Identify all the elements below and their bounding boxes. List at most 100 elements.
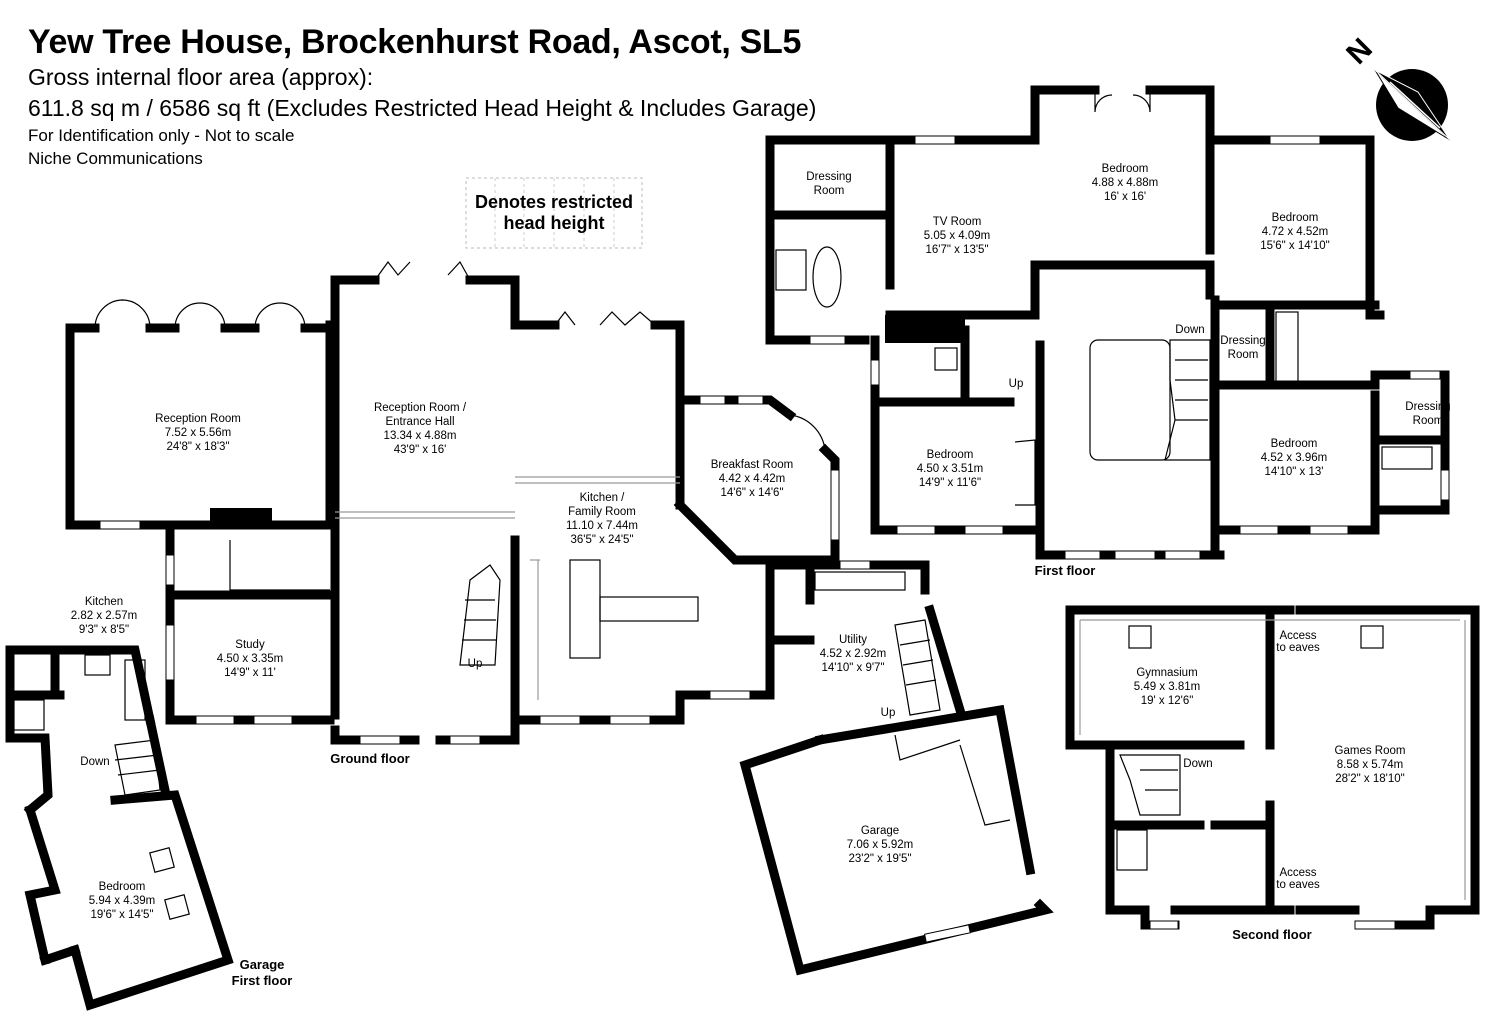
svg-text:4.50 x 3.35m: 4.50 x 3.35m — [217, 653, 283, 665]
svg-text:16'7" x 13'5": 16'7" x 13'5" — [925, 244, 988, 256]
svg-text:Room: Room — [814, 185, 845, 197]
svg-text:Reception Room: Reception Room — [155, 413, 241, 425]
room-bedroom-mid: Bedroom 4.50 x 3.51m 14'9" x 11'6" — [917, 449, 983, 489]
room-bedroom-lower-right: Bedroom 4.52 x 3.96m 14'10" x 13' — [1261, 438, 1327, 478]
svg-text:19' x 12'6": 19' x 12'6" — [1141, 695, 1194, 707]
svg-text:5.49 x 3.81m: 5.49 x 3.81m — [1134, 681, 1200, 693]
svg-text:8.58 x 5.74m: 8.58 x 5.74m — [1337, 759, 1403, 771]
room-study: Study 4.50 x 3.35m 14'9" x 11' — [217, 639, 283, 679]
stairs-down-label: Down — [1183, 758, 1212, 770]
svg-text:Breakfast Room: Breakfast Room — [711, 459, 793, 471]
room-bedroom-right: Bedroom 4.72 x 4.52m 15'6" x 14'10" — [1260, 212, 1329, 252]
room-dressing-3: Dressing Room — [1405, 401, 1450, 427]
room-gymnasium: Gymnasium 5.49 x 3.81m 19' x 12'6" — [1134, 667, 1200, 707]
svg-text:28'2" x 18'10": 28'2" x 18'10" — [1335, 773, 1404, 785]
svg-text:4.50 x 3.51m: 4.50 x 3.51m — [917, 463, 983, 475]
svg-text:Dressing: Dressing — [806, 171, 851, 183]
svg-text:14'9" x 11'6": 14'9" x 11'6" — [919, 477, 981, 489]
svg-text:Utility: Utility — [839, 634, 867, 646]
svg-text:Kitchen /: Kitchen / — [580, 492, 626, 504]
room-breakfast: Breakfast Room 4.42 x 4.42m 14'6" x 14'6… — [711, 459, 793, 499]
svg-text:2.82 x 2.57m: 2.82 x 2.57m — [71, 610, 137, 622]
room-dressing-2: Dressing Room — [1220, 335, 1265, 361]
svg-text:Dressing: Dressing — [1405, 401, 1450, 413]
access-eaves-label: Access — [1279, 867, 1316, 879]
floor-label-first: First floor — [1035, 563, 1096, 578]
svg-text:Gymnasium: Gymnasium — [1136, 667, 1197, 679]
svg-text:23'2" x 19'5": 23'2" x 19'5" — [848, 853, 911, 865]
svg-text:15'6" x 14'10": 15'6" x 14'10" — [1260, 240, 1329, 252]
access-eaves-label: to eaves — [1276, 879, 1320, 891]
svg-text:Entrance Hall: Entrance Hall — [385, 416, 454, 428]
floor-label-garage-first-1: Garage — [240, 957, 285, 972]
svg-text:7.06 x 5.92m: 7.06 x 5.92m — [847, 839, 913, 851]
room-utility: Utility 4.52 x 2.92m 14'10" x 9'7" — [820, 634, 886, 674]
svg-text:4.52 x 3.96m: 4.52 x 3.96m — [1261, 452, 1327, 464]
area-label: Gross internal floor area (approx): — [28, 64, 374, 90]
second-floor-plan — [1065, 605, 1480, 930]
disclaimer: For Identification only - Not to scale — [28, 126, 295, 145]
svg-text:4.88 x 4.88m: 4.88 x 4.88m — [1092, 177, 1158, 189]
ground-floor-plan — [65, 260, 1054, 976]
svg-text:TV Room: TV Room — [933, 216, 982, 228]
room-kitchen-family: Kitchen / Family Room 11.10 x 7.44m 36'5… — [566, 492, 638, 546]
svg-text:9'3" x 8'5": 9'3" x 8'5" — [79, 624, 129, 636]
svg-text:4.52 x 2.92m: 4.52 x 2.92m — [820, 648, 886, 660]
access-eaves-label: Access — [1279, 630, 1316, 642]
svg-text:14'6" x 14'6": 14'6" x 14'6" — [720, 487, 783, 499]
svg-text:5.94 x 4.39m: 5.94 x 4.39m — [89, 895, 155, 907]
svg-text:36'5" x 24'5": 36'5" x 24'5" — [570, 534, 633, 546]
svg-text:14'10" x 13': 14'10" x 13' — [1265, 466, 1324, 478]
svg-text:Bedroom: Bedroom — [1102, 163, 1149, 175]
floor-label-second: Second floor — [1232, 927, 1311, 942]
svg-text:7.52 x 5.56m: 7.52 x 5.56m — [165, 427, 231, 439]
stairs-up-label: Up — [468, 658, 483, 670]
room-annex-kitchen: Kitchen 2.82 x 2.57m 9'3" x 8'5" — [71, 596, 137, 636]
svg-text:Bedroom: Bedroom — [1272, 212, 1319, 224]
svg-text:5.05 x 4.09m: 5.05 x 4.09m — [924, 230, 990, 242]
svg-text:4.42 x 4.42m: 4.42 x 4.42m — [719, 473, 785, 485]
property-title: Yew Tree House, Brockenhurst Road, Ascot… — [28, 23, 802, 61]
room-reception: Reception Room 7.52 x 5.56m 24'8" x 18'3… — [155, 413, 241, 453]
area-value: 611.8 sq m / 6586 sq ft (Excludes Restri… — [28, 95, 817, 121]
svg-text:14'9" x 11': 14'9" x 11' — [224, 667, 276, 679]
svg-text:Garage: Garage — [861, 825, 899, 837]
legend-line-2: head height — [503, 213, 604, 233]
svg-text:24'8" x 18'3": 24'8" x 18'3" — [166, 441, 229, 453]
svg-text:Games Room: Games Room — [1335, 745, 1406, 757]
svg-text:Study: Study — [235, 639, 265, 651]
svg-text:Family Room: Family Room — [568, 506, 636, 518]
svg-text:Room: Room — [1228, 349, 1259, 361]
svg-text:Kitchen: Kitchen — [85, 596, 123, 608]
room-reception-entrance-hall: Reception Room / Entrance Hall 13.34 x 4… — [374, 402, 467, 456]
stairs-down-label: Down — [1175, 324, 1204, 336]
svg-text:Reception Room /: Reception Room / — [374, 402, 467, 414]
compass-north-letter: N — [1340, 32, 1379, 71]
room-dressing-1: Dressing Room — [806, 171, 851, 197]
garage-first-floor-plan — [5, 645, 234, 1011]
svg-text:14'10" x 9'7": 14'10" x 9'7" — [821, 662, 884, 674]
floor-labels: Ground floor First floor Second floor Ga… — [232, 563, 1312, 988]
svg-text:13.34 x 4.88m: 13.34 x 4.88m — [384, 430, 457, 442]
room-garage: Garage 7.06 x 5.92m 23'2" x 19'5" — [847, 825, 913, 865]
plan-header: Yew Tree House, Brockenhurst Road, Ascot… — [28, 22, 816, 170]
access-eaves-label: to eaves — [1276, 642, 1320, 654]
svg-text:Dressing: Dressing — [1220, 335, 1265, 347]
svg-text:16' x 16': 16' x 16' — [1104, 191, 1146, 203]
company-name: Niche Communications — [28, 149, 203, 168]
legend-restricted-head-height: Denotes restricted head height — [465, 177, 643, 249]
stairs-up-label: Up — [881, 707, 896, 719]
stairs-down-label: Down — [80, 756, 109, 768]
svg-text:43'9" x 16': 43'9" x 16' — [394, 444, 447, 456]
room-annex-bedroom: Bedroom 5.94 x 4.39m 19'6" x 14'5" — [89, 881, 155, 921]
legend-line-1: Denotes restricted — [475, 192, 633, 212]
svg-text:11.10 x 7.44m: 11.10 x 7.44m — [566, 520, 638, 532]
room-labels: Reception Room 7.52 x 5.56m 24'8" x 18'3… — [71, 163, 1451, 921]
svg-text:Bedroom: Bedroom — [99, 881, 146, 893]
stairs-up-label: Up — [1009, 378, 1024, 390]
floor-label-ground: Ground floor — [330, 751, 409, 766]
first-floor-plan — [765, 85, 1450, 560]
svg-text:Room: Room — [1413, 415, 1444, 427]
room-tv: TV Room 5.05 x 4.09m 16'7" x 13'5" — [924, 216, 990, 256]
